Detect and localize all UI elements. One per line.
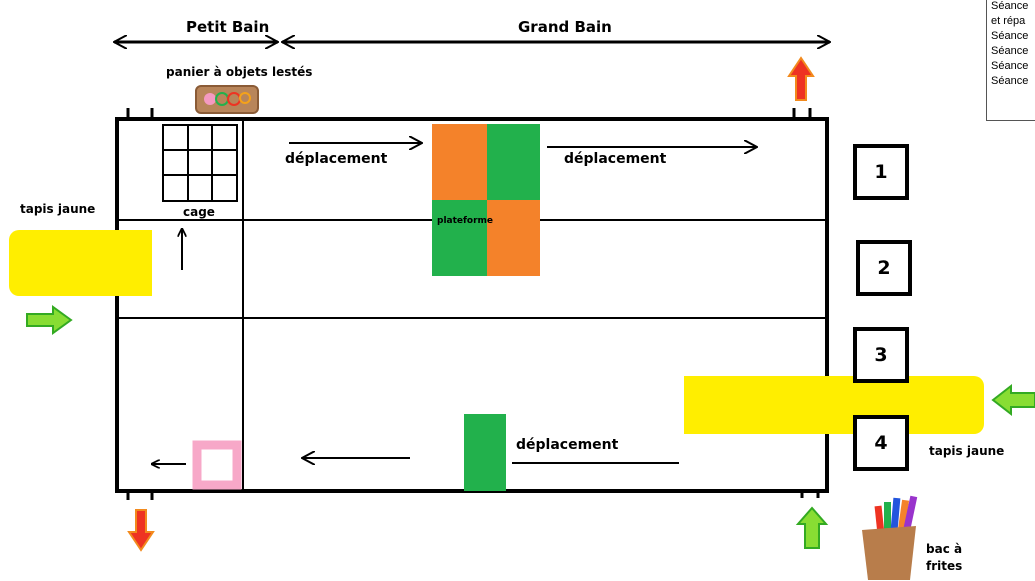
noodle-bin bbox=[862, 495, 918, 580]
move-label-bottom: déplacement bbox=[516, 437, 619, 453]
legend-line-1: Séance bbox=[991, 0, 1029, 12]
pink-hoop bbox=[192, 440, 242, 490]
legend-line-2: et répa bbox=[991, 15, 1026, 27]
bac-label-line2: frites bbox=[926, 559, 963, 573]
legend-line-3: Séance bbox=[991, 30, 1029, 42]
grand-bain-label: Grand Bain bbox=[518, 18, 612, 36]
legend-line-5: Séance bbox=[991, 60, 1029, 72]
green-left-arrow-right bbox=[991, 383, 1035, 417]
legend-line-4: Séance bbox=[991, 45, 1029, 57]
tapis-left-label: tapis jaune bbox=[20, 202, 96, 216]
cage-label: cage bbox=[183, 205, 215, 219]
green-right-arrow-left bbox=[26, 305, 73, 335]
red-down-arrow bbox=[127, 509, 155, 552]
session-legend: Séance et répa Séance Séance Séance Séan… bbox=[986, 0, 1035, 121]
basket-label: panier à objets lestés bbox=[166, 65, 313, 79]
green-up-arrow bbox=[795, 506, 829, 549]
station-1: 1 bbox=[853, 144, 909, 200]
station-4: 4 bbox=[853, 415, 909, 471]
red-up-arrow bbox=[787, 56, 815, 101]
cage-grid bbox=[162, 124, 238, 202]
station-3: 3 bbox=[853, 327, 909, 383]
platform-label: plateforme bbox=[437, 216, 494, 226]
move-label-top-left: déplacement bbox=[285, 151, 388, 167]
yellow-mat-right bbox=[684, 376, 984, 434]
bac-label-line1: bac à bbox=[926, 542, 963, 556]
ladder-bottom-right bbox=[800, 491, 820, 498]
tapis-right-label: tapis jaune bbox=[929, 444, 1005, 458]
ladder-top-right bbox=[792, 108, 812, 119]
ladder-bottom-left bbox=[126, 491, 154, 500]
weighted-objects-basket bbox=[195, 85, 259, 114]
petit-bain-label: Petit Bain bbox=[186, 18, 270, 36]
ladder-top-left bbox=[126, 108, 154, 119]
platform bbox=[432, 124, 540, 276]
green-mat-bottom bbox=[464, 414, 506, 491]
legend-line-6: Séance bbox=[991, 75, 1029, 87]
move-label-top-right: déplacement bbox=[564, 151, 667, 167]
station-2: 2 bbox=[856, 240, 912, 296]
yellow-mat-left bbox=[9, 230, 152, 296]
